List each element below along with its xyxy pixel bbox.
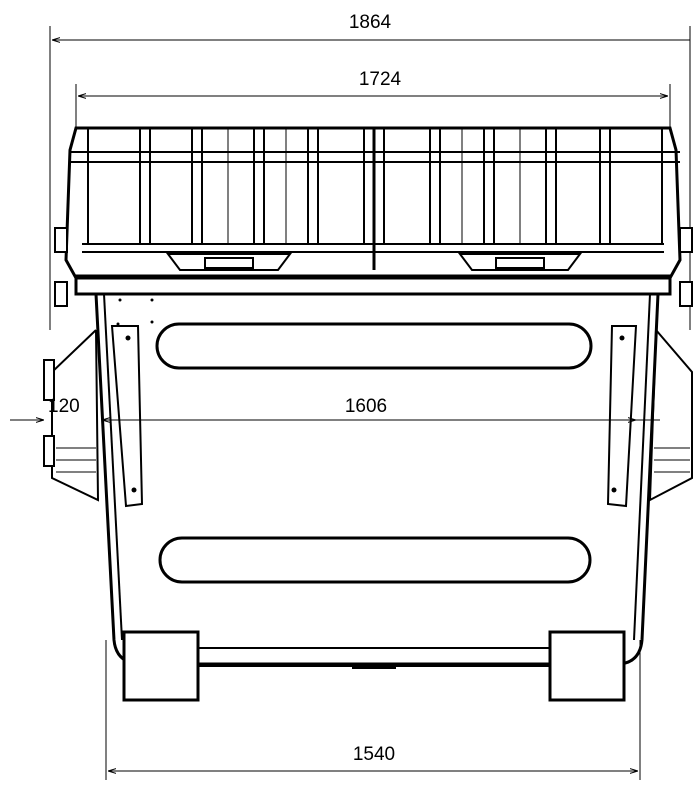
rivet [611,487,617,493]
lid-ribs-right [383,127,663,245]
dimension-label-body: 1606 [345,396,387,417]
dimension-label-offset: 120 [48,396,80,417]
lid-rib [555,127,601,245]
foot-left [122,630,200,702]
marker-dot [116,322,120,326]
lid-handle-left [166,253,292,271]
marker-dot [150,298,154,302]
dimension-base-width: 1540 [105,640,641,780]
lid-bottom-plate [74,274,672,296]
body-inner-edge-left [103,293,123,641]
lid-handle-left-grip [204,257,254,269]
marker-dot [118,298,122,302]
dimension-label-base: 1540 [353,744,395,765]
lid-rib [87,127,141,245]
dimension-lid-width: 1724 [75,69,671,132]
body-outline [94,293,660,666]
rivet [131,487,137,493]
dimension-body-width: 120 1606 [10,396,660,420]
container-body [43,293,693,702]
lid-rib [149,127,193,245]
bracket-pin-left-lower [43,435,55,467]
lid-ribs-left [87,127,365,245]
foot-right [548,630,626,702]
trunnion-bracket-left [51,329,100,502]
lid-rib [383,127,431,245]
lid-assembly [54,126,693,307]
body-inner-edge-right [633,293,651,641]
pivot-pin-left [54,227,68,253]
dimension-label-lid: 1724 [359,69,402,90]
side-bar-right [606,325,638,508]
lid-handle-right-grip [495,257,545,269]
side-bar-left [110,325,144,508]
pivot-pin-left-lower [54,281,68,307]
rivet [619,335,625,341]
pivot-pin-right-lower [679,281,693,307]
lower-slot [158,536,592,584]
lid-handle-right [458,253,582,271]
pivot-pin-right [679,227,693,253]
trunnion-bracket-right [648,329,693,502]
lid-rib [317,127,365,245]
rivet [125,335,131,341]
upper-slot [155,322,593,370]
dimension-label-overall: 1864 [349,12,392,33]
marker-dot [150,320,154,324]
dimension-overall-width: 1864 [49,12,691,330]
lid-rib [609,127,663,245]
bracket-pin-left [43,359,55,401]
